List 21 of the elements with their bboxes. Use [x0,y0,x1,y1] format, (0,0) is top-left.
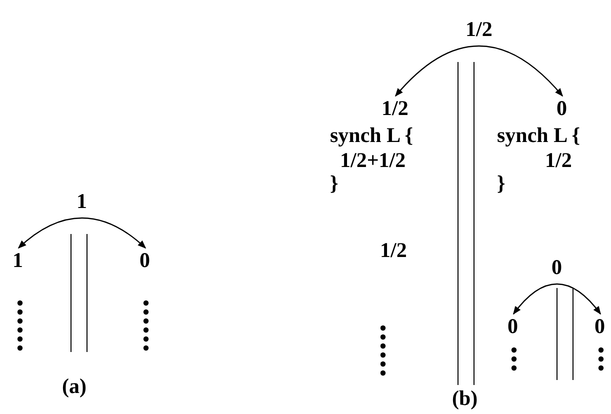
fork-arrow [512,283,602,315]
fork-arrow [394,46,564,97]
code-text: synch L { [497,125,580,146]
value-text: 1 [12,250,23,271]
code-text: 1/2 [545,150,572,171]
value-text: 0 [140,250,150,271]
code-text: synch L { [330,125,413,146]
value-text: 1/2 [380,240,407,261]
code-text: 1/2+1/2 [340,150,406,171]
edge-label: 1/2 [466,19,492,40]
edge-label: 0 [552,257,562,278]
fork-arrow [18,217,146,249]
code-text: } [330,173,338,194]
edge-label: 1 [76,191,87,212]
value-text: 0 [594,316,605,337]
code-text: } [497,173,506,194]
value-text: 0 [508,316,518,337]
panel-label: (a) [62,376,86,397]
panel-label: (b) [452,388,478,409]
value-text: 1/2 [382,98,408,119]
value-text: 0 [556,98,567,119]
